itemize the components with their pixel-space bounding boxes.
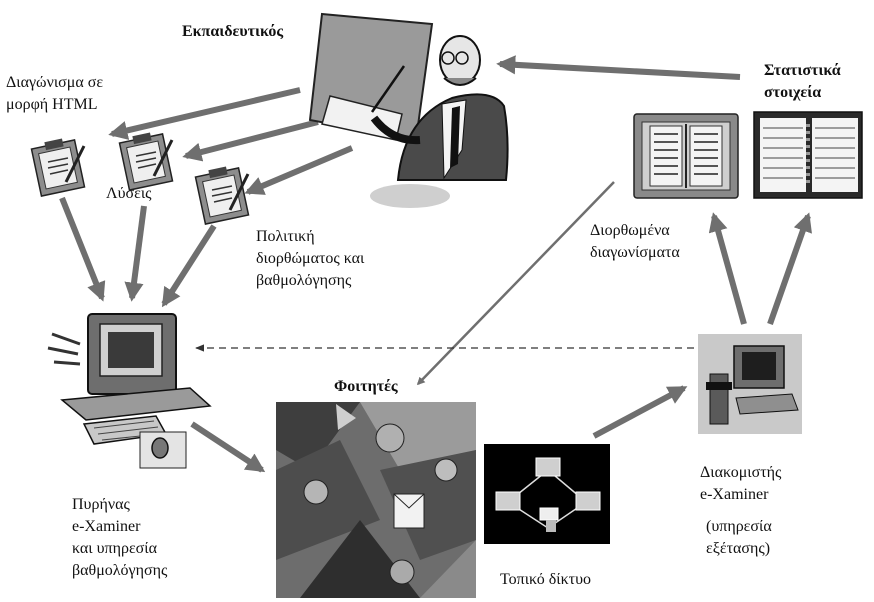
- label-core-line-1: Πυρήνας: [72, 496, 130, 513]
- label-core: Πυρήνας e-Xaminer και υπηρεσία βαθμολόγη…: [72, 494, 167, 582]
- arrow-solutions-to-core: [124, 205, 147, 302]
- label-students: Φοιτητές: [334, 378, 398, 395]
- arrow-server-to-corrected: [708, 212, 747, 325]
- arrow-exam-to-core: [59, 196, 106, 302]
- label-corrected-exams: Διορθωμένα διαγωνίσματα: [590, 220, 680, 264]
- teacher-presenter-icon: [308, 12, 509, 208]
- label-lan: Τοπικό δίκτυο: [500, 571, 592, 588]
- label-grading-policy: Πολιτική διορθώματος και βαθμολόγησης: [256, 226, 364, 292]
- label-solutions: Λύσεις: [106, 185, 152, 202]
- label-grading-policy-line-2: διορθώματος και: [256, 250, 365, 267]
- label-server-service-line-2: εξέτασης): [706, 540, 771, 557]
- arrows: [59, 55, 812, 473]
- desktop-computer-icon: [47, 313, 212, 469]
- clipboard-document-icon: [118, 132, 174, 191]
- label-server-service: (υπηρεσία εξέτασης): [706, 516, 772, 560]
- label-statistics-line-2: στοιχεία: [764, 84, 822, 101]
- label-core-line-2: e-Xaminer: [72, 518, 141, 535]
- label-server-line-1: Διακομιστής: [700, 464, 782, 481]
- network-computers-icon: [484, 444, 610, 544]
- arrow-teacher-to-solutions: [182, 119, 319, 162]
- label-corrected-exams-line-1: Διορθωμένα: [590, 222, 670, 239]
- arrow-core-to-students: [190, 421, 266, 473]
- label-grading-policy-line-3: βαθμολόγησης: [256, 272, 352, 289]
- clipboard-document-icon: [30, 138, 86, 197]
- students-collage-image: [276, 402, 476, 598]
- arrow-policy-to-core: [161, 224, 217, 308]
- arrow-lan-to-server: [592, 385, 688, 439]
- label-core-line-4: βαθμολόγησης: [72, 562, 168, 579]
- label-exam-html: Διαγώνισμα σε μορφή HTML: [6, 72, 103, 116]
- arrow-server-to-statistics: [767, 212, 812, 325]
- arrow-statistics-to-teacher: [496, 55, 741, 80]
- label-core-line-3: και υπηρεσία: [72, 540, 157, 557]
- arrow-teacher-to-exam: [108, 87, 301, 140]
- book-icon: [633, 113, 739, 199]
- label-grading-policy-line-1: Πολιτική: [256, 228, 315, 245]
- label-statistics: Στατιστικά στοιχεία: [764, 60, 841, 104]
- label-server-service-line-1: (υπηρεσία: [706, 518, 772, 535]
- label-exam-html-line-2: μορφή HTML: [6, 96, 98, 113]
- server-workstation-icon: [698, 334, 802, 434]
- arrow-corrected-to-students: [416, 181, 615, 386]
- label-exam-html-line-1: Διαγώνισμα σε: [6, 74, 104, 91]
- label-server: Διακομιστής e-Xaminer: [700, 462, 781, 506]
- label-statistics-line-1: Στατιστικά: [764, 62, 841, 79]
- clipboard-document-icon: [194, 166, 250, 225]
- planner-binder-icon: [753, 111, 863, 199]
- label-teacher: Εκπαιδευτικός: [182, 23, 284, 40]
- label-server-line-2: e-Xaminer: [700, 486, 769, 503]
- arrow-teacher-to-policy: [244, 145, 354, 195]
- label-corrected-exams-line-2: διαγωνίσματα: [590, 244, 680, 261]
